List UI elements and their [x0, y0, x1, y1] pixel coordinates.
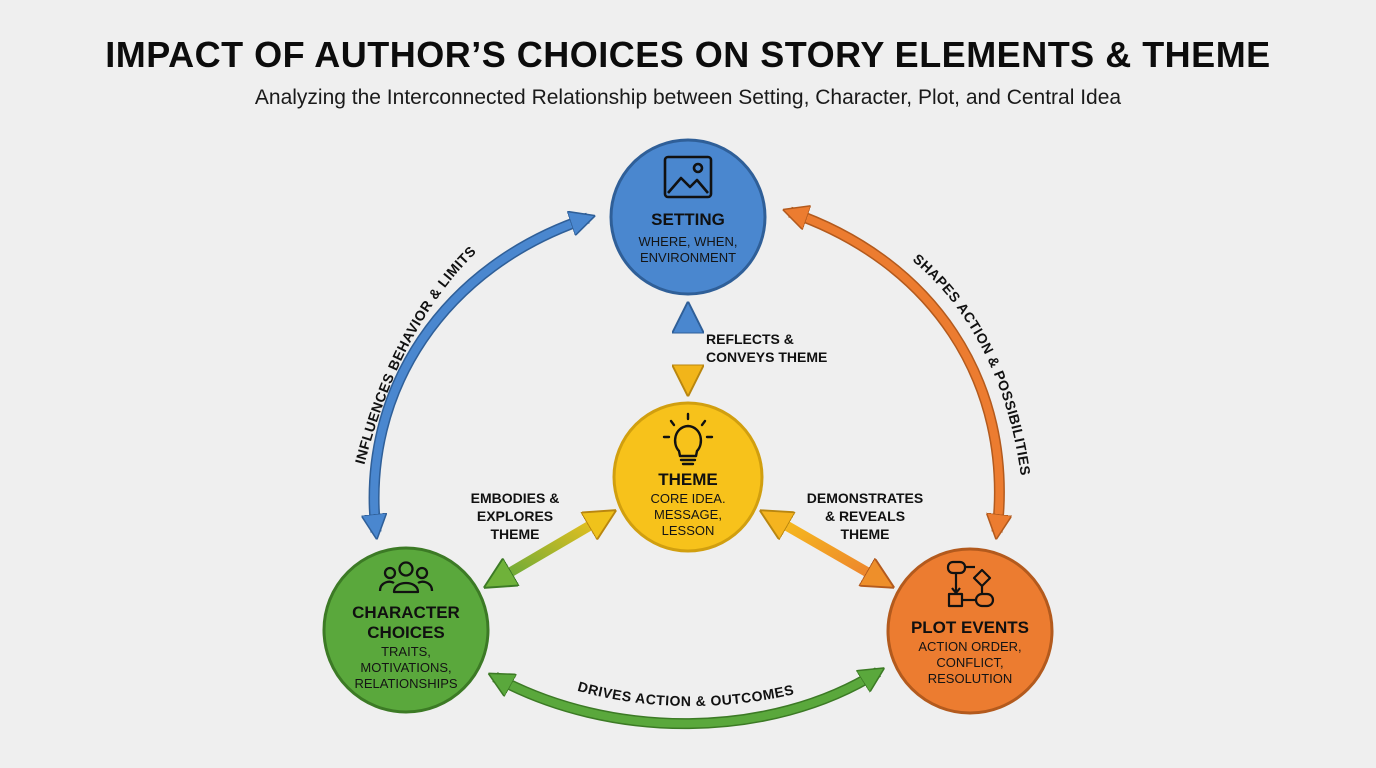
flowchart-icon: [946, 560, 995, 608]
character-desc-line-3: RELATIONSHIPS: [354, 676, 457, 691]
label-plot-theme-line-3: THEME: [841, 526, 890, 542]
theme-desc-line-2: MESSAGE,: [654, 507, 722, 522]
label-setting-theme-line-1: REFLECTS &: [706, 331, 794, 347]
setting-desc-line-1: WHERE, WHEN,: [639, 234, 738, 249]
character-node: CHARACTER CHOICES TRAITS, MOTIVATIONS, R…: [322, 546, 490, 714]
plot-node: PLOT EVENTS ACTION ORDER, CONFLICT, RESO…: [886, 547, 1054, 715]
setting-desc-line-2: ENVIRONMENT: [640, 250, 736, 265]
lightbulb-icon: [662, 412, 714, 466]
label-character-theme-line-1: EMBODIES &: [471, 490, 560, 506]
label-character-plot: DRIVES ACTION & OUTCOMES: [576, 678, 795, 709]
plot-desc-line-3: RESOLUTION: [928, 671, 1013, 686]
label-plot-theme-line-1: DEMONSTRATES: [807, 490, 923, 506]
plot-title: PLOT EVENTS: [911, 618, 1029, 637]
diagram-title: IMPACT OF AUTHOR’S CHOICES ON STORY ELEM…: [105, 34, 1271, 75]
character-title-line-1: CHARACTER: [352, 603, 460, 622]
character-desc-line-2: MOTIVATIONS,: [360, 660, 451, 675]
label-character-plot-text: DRIVES ACTION & OUTCOMES: [576, 678, 795, 709]
theme-desc-line-1: CORE IDEA.: [650, 491, 725, 506]
theme-node: THEME CORE IDEA. MESSAGE, LESSON: [612, 401, 764, 553]
theme-title: THEME: [658, 470, 718, 489]
arrow-setting-plot: [788, 206, 1005, 533]
diagram-subtitle: Analyzing the Interconnected Relationshi…: [254, 86, 1122, 109]
label-setting-theme-line-2: CONVEYS THEME: [706, 349, 827, 365]
setting-node: SETTING WHERE, WHEN, ENVIRONMENT: [609, 138, 767, 296]
arrow-plot-theme: [768, 515, 886, 583]
character-desc-line-1: TRAITS,: [381, 644, 431, 659]
plot-desc-line-1: ACTION ORDER,: [918, 639, 1021, 654]
label-character-theme-line-2: EXPLORES: [477, 508, 553, 524]
image-icon: [663, 155, 713, 199]
label-character-theme-line-3: THEME: [491, 526, 540, 542]
setting-title: SETTING: [651, 210, 725, 229]
label-plot-theme-line-2: & REVEALS: [825, 508, 905, 524]
arrow-character-theme: [492, 515, 608, 583]
people-icon: [378, 561, 434, 594]
plot-desc-line-2: CONFLICT,: [936, 655, 1003, 670]
character-title-line-2: CHOICES: [367, 623, 444, 642]
theme-desc-line-3: LESSON: [662, 523, 715, 538]
